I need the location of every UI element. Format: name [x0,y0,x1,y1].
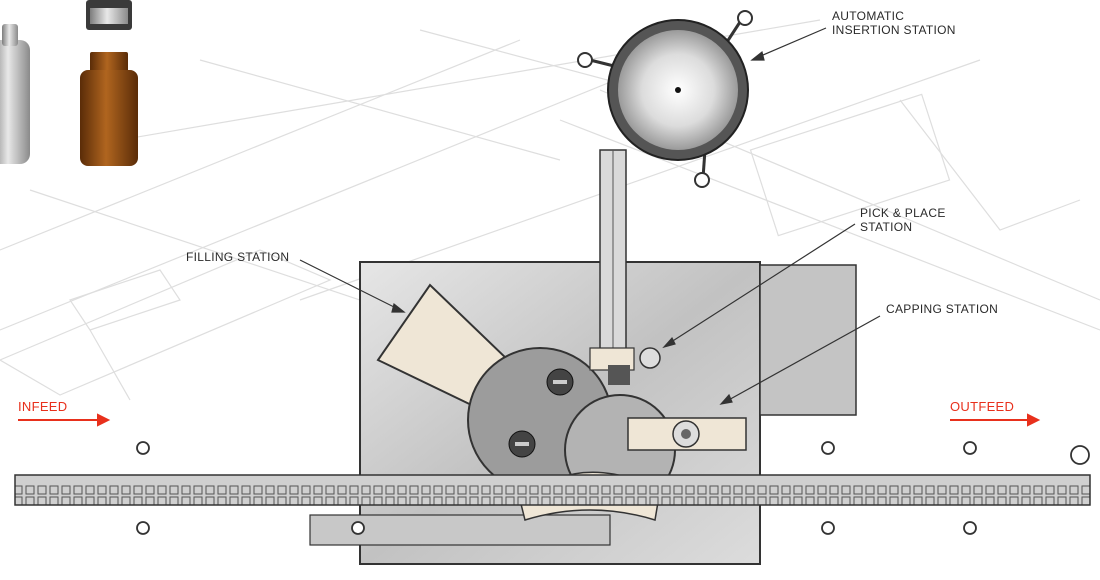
leader-lines [299,27,881,405]
capping-head [627,417,747,451]
feed-chute [599,149,627,351]
capping-station-label: CAPPING STATION [886,302,999,316]
side-panel [759,264,857,416]
outfeed-arrow [950,413,1041,427]
pick-place-label-line2: STATION [860,220,913,234]
automatic-insertion-label-line2: INSERTION STATION [832,23,956,37]
insertion-station-disc [577,10,753,188]
guide-posts [136,441,1090,535]
amber-bottle-icon [80,52,138,166]
pick-place-unit [589,347,661,385]
automatic-insertion-label-line1: AUTOMATIC [832,9,905,23]
infeed-arrow [18,413,111,427]
aluminum-bottle-icon [0,24,30,164]
outfeed-label: OUTFEED [950,399,1015,414]
filling-station-label: FILLING STATION [186,250,290,264]
infeed-label: INFEED [18,399,68,414]
pick-place-label-line1: PICK & PLACE [860,206,946,220]
conveyor-chain [14,474,1091,506]
blueprint-background [0,19,1100,401]
cap-icon [86,0,132,30]
